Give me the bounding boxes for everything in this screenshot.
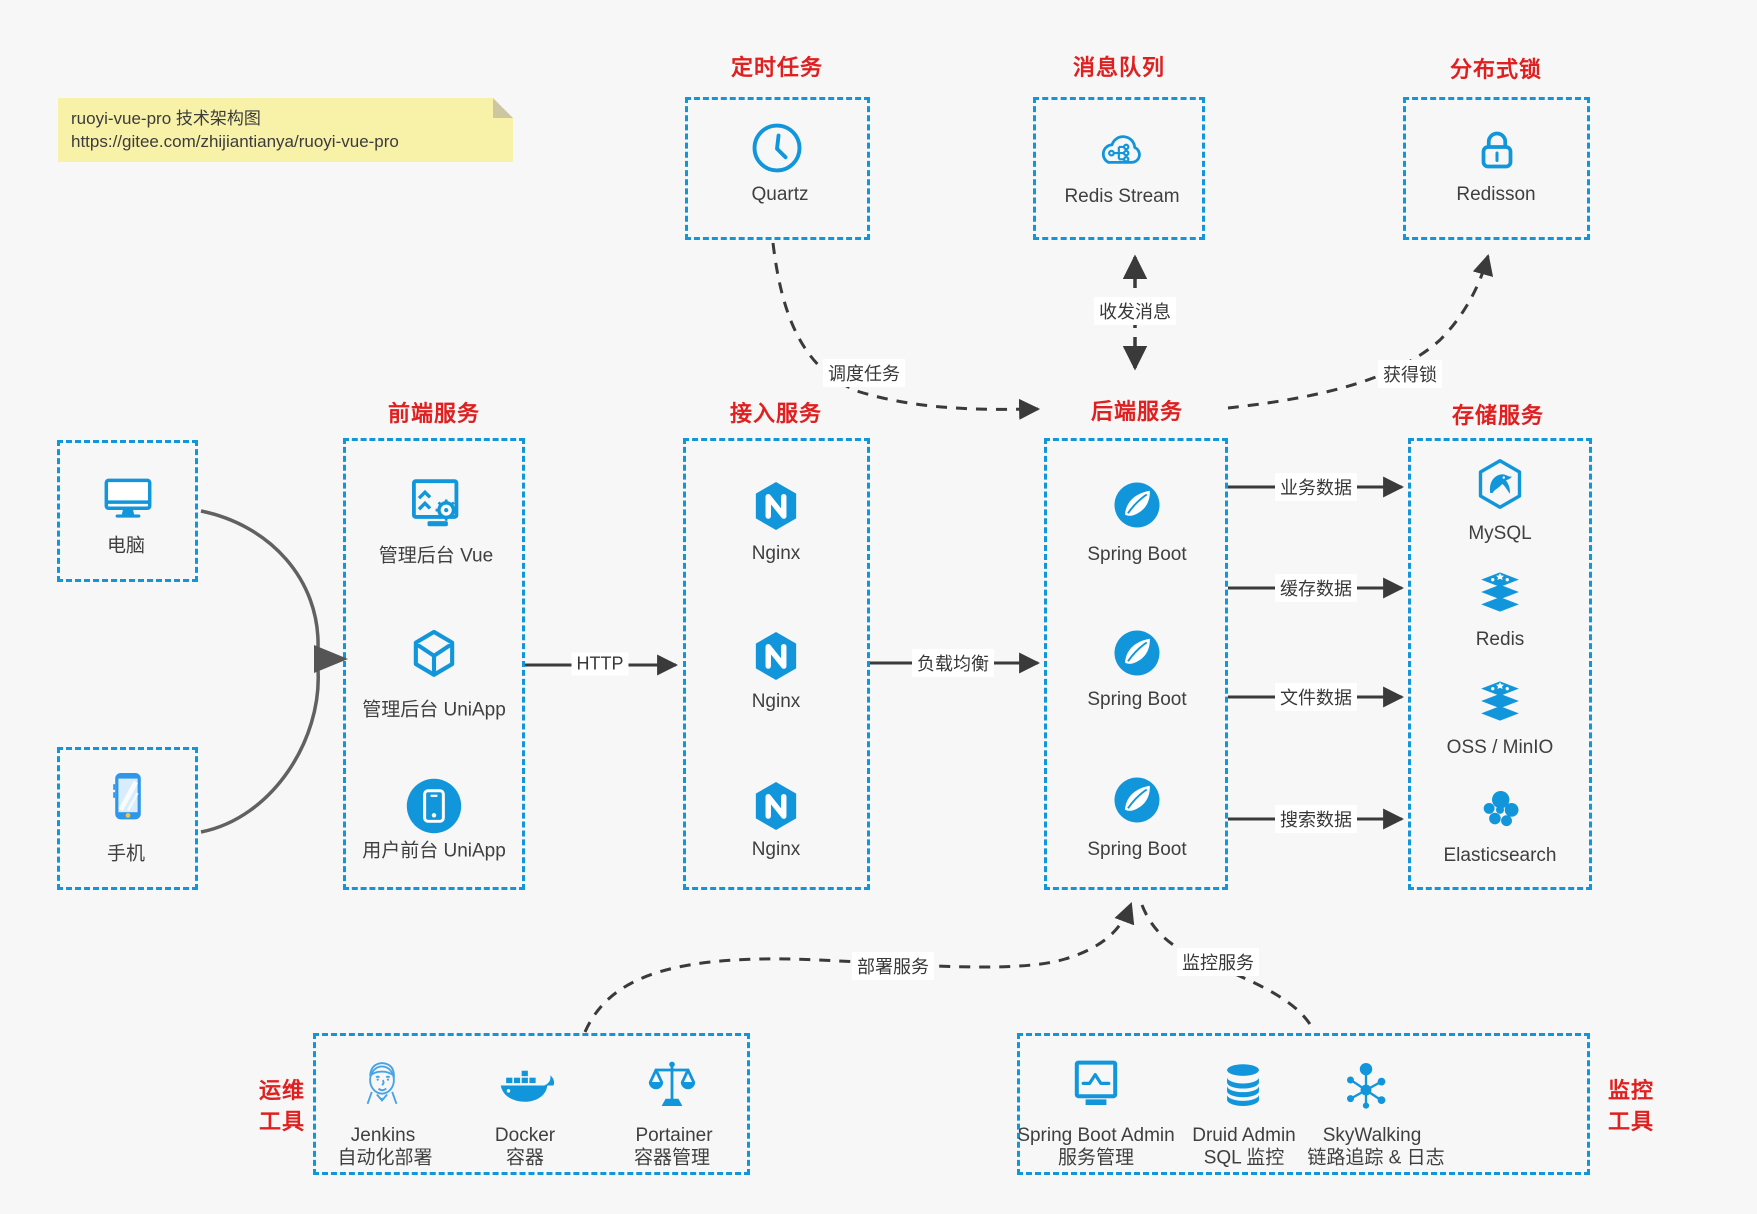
node-label-docker: Docker: [494, 1125, 556, 1146]
edge-label-search-data: 搜索数据: [1275, 805, 1357, 833]
node-label-redis-stream: Redis Stream: [1064, 186, 1180, 207]
edge-label-acquire-lock: 获得锁: [1378, 360, 1442, 388]
note-title: ruoyi-vue-pro 技术架构图: [71, 109, 261, 128]
node-desc-skywalking: 链路追踪 & 日志: [1307, 1147, 1445, 1169]
group-box-scheduled-job: [685, 97, 870, 240]
node-label-nginx-1: Nginx: [751, 543, 801, 564]
group-box-message-queue: [1033, 97, 1205, 240]
node-label-springboot-admin: Spring Boot Admin: [1017, 1125, 1175, 1146]
node-label-quartz: Quartz: [751, 184, 809, 205]
edge-label-deploy-service: 部署服务: [852, 952, 934, 980]
mobile-app-icon: [400, 772, 468, 840]
group-box-ops: [313, 1033, 750, 1175]
edge-label-file-data: 文件数据: [1275, 683, 1357, 711]
edge-label-send-receive-msg: 收发消息: [1094, 297, 1176, 325]
node-label-redisson: Redisson: [1456, 184, 1536, 205]
title-scheduled-job: 定时任务: [730, 55, 824, 80]
clock-icon: [746, 117, 808, 179]
edge-mobile-to-frontend: [200, 669, 320, 834]
druid-db-icon: [1214, 1057, 1272, 1115]
edge-label-business-data: 业务数据: [1275, 473, 1357, 501]
title-frontend: 前端服务: [387, 401, 481, 426]
skywalking-icon: [1335, 1056, 1397, 1118]
node-label-redis: Redis: [1475, 629, 1525, 650]
nginx-icon: [745, 775, 807, 837]
elasticsearch-icon: [1471, 783, 1529, 841]
edge-label-http: HTTP: [571, 652, 629, 676]
group-box-pc: [57, 440, 198, 582]
edge-acquire-lock: [1227, 253, 1494, 410]
edge-label-schedule-job: 调度任务: [823, 359, 905, 387]
node-label-admin-uniapp: 管理后台 UniApp: [362, 699, 506, 721]
title-monitoring-tools: 监控 工具: [1607, 1078, 1655, 1134]
node-desc-druid-admin: SQL 监控: [1203, 1147, 1285, 1169]
portainer-icon: [640, 1054, 704, 1118]
cloud-stream-icon: [1086, 119, 1154, 181]
node-label-elasticsearch: Elasticsearch: [1443, 845, 1557, 866]
node-label-mobile: 手机: [106, 843, 146, 865]
spring-icon: [1107, 770, 1167, 830]
edge-schedule-job: [771, 242, 1041, 420]
storage-stack-icon: [1470, 672, 1530, 730]
node-label-druid-admin: Druid Admin: [1192, 1125, 1296, 1146]
node-label-pc: 电脑: [106, 535, 146, 557]
spring-icon: [1107, 623, 1167, 683]
title-backend: 后端服务: [1090, 399, 1184, 424]
node-label-user-uniapp: 用户前台 UniApp: [362, 840, 506, 862]
mysql-icon: [1470, 454, 1530, 514]
redis-icon: [1470, 563, 1530, 621]
group-box-gateway: [683, 438, 870, 890]
group-box-distributed-lock: [1403, 97, 1590, 240]
node-label-portainer: Portainer: [635, 1125, 713, 1146]
edge-label-monitor-service: 监控服务: [1177, 948, 1259, 976]
desktop-icon: [95, 468, 161, 530]
uniapp-cube-icon: [401, 622, 467, 688]
node-label-nginx-2: Nginx: [751, 691, 801, 712]
node-desc-docker: 容器: [505, 1147, 545, 1169]
node-label-mysql: MySQL: [1468, 523, 1532, 544]
node-label-springboot-1: Spring Boot: [1087, 544, 1187, 565]
springboot-admin-icon: [1063, 1053, 1129, 1117]
group-box-mobile: [57, 747, 198, 890]
node-label-skywalking: SkyWalking: [1322, 1125, 1422, 1146]
nginx-icon: [745, 625, 807, 687]
node-desc-portainer: 容器管理: [633, 1147, 711, 1169]
group-box-storage: [1408, 438, 1592, 890]
node-label-springboot-2: Spring Boot: [1087, 689, 1187, 710]
group-box-monitoring: [1017, 1033, 1590, 1175]
edge-label-cache-data: 缓存数据: [1275, 574, 1357, 602]
title-distributed-lock: 分布式锁: [1449, 57, 1543, 82]
group-box-backend: [1044, 438, 1228, 890]
node-label-springboot-3: Spring Boot: [1087, 839, 1187, 860]
spring-icon: [1107, 475, 1167, 535]
nginx-icon: [745, 475, 807, 537]
node-desc-jenkins: 自动化部署: [337, 1147, 433, 1169]
node-label-nginx-3: Nginx: [751, 839, 801, 860]
docker-icon: [493, 1059, 555, 1115]
edge-pc-to-frontend: [200, 509, 320, 649]
jenkins-icon: [348, 1052, 416, 1120]
node-label-admin-vue: 管理后台 Vue: [378, 545, 494, 567]
node-label-oss-minio: OSS / MinIO: [1446, 737, 1554, 758]
sticky-note: ruoyi-vue-pro 技术架构图 https://gitee.com/zh…: [58, 98, 513, 162]
node-desc-springboot-admin: 服务管理: [1057, 1147, 1135, 1169]
title-ops-tools: 运维 工具: [258, 1078, 306, 1134]
smartphone-icon: [96, 765, 160, 829]
edge-label-load-balance: 负载均衡: [912, 649, 994, 677]
admin-dashboard-icon: [402, 471, 470, 539]
title-gateway: 接入服务: [729, 401, 823, 426]
note-url: https://gitee.com/zhijiantianya/ruoyi-vu…: [71, 132, 399, 151]
lock-icon: [1467, 120, 1527, 180]
title-storage: 存储服务: [1451, 403, 1545, 428]
node-label-jenkins: Jenkins: [350, 1125, 416, 1146]
title-message-queue: 消息队列: [1072, 55, 1166, 80]
